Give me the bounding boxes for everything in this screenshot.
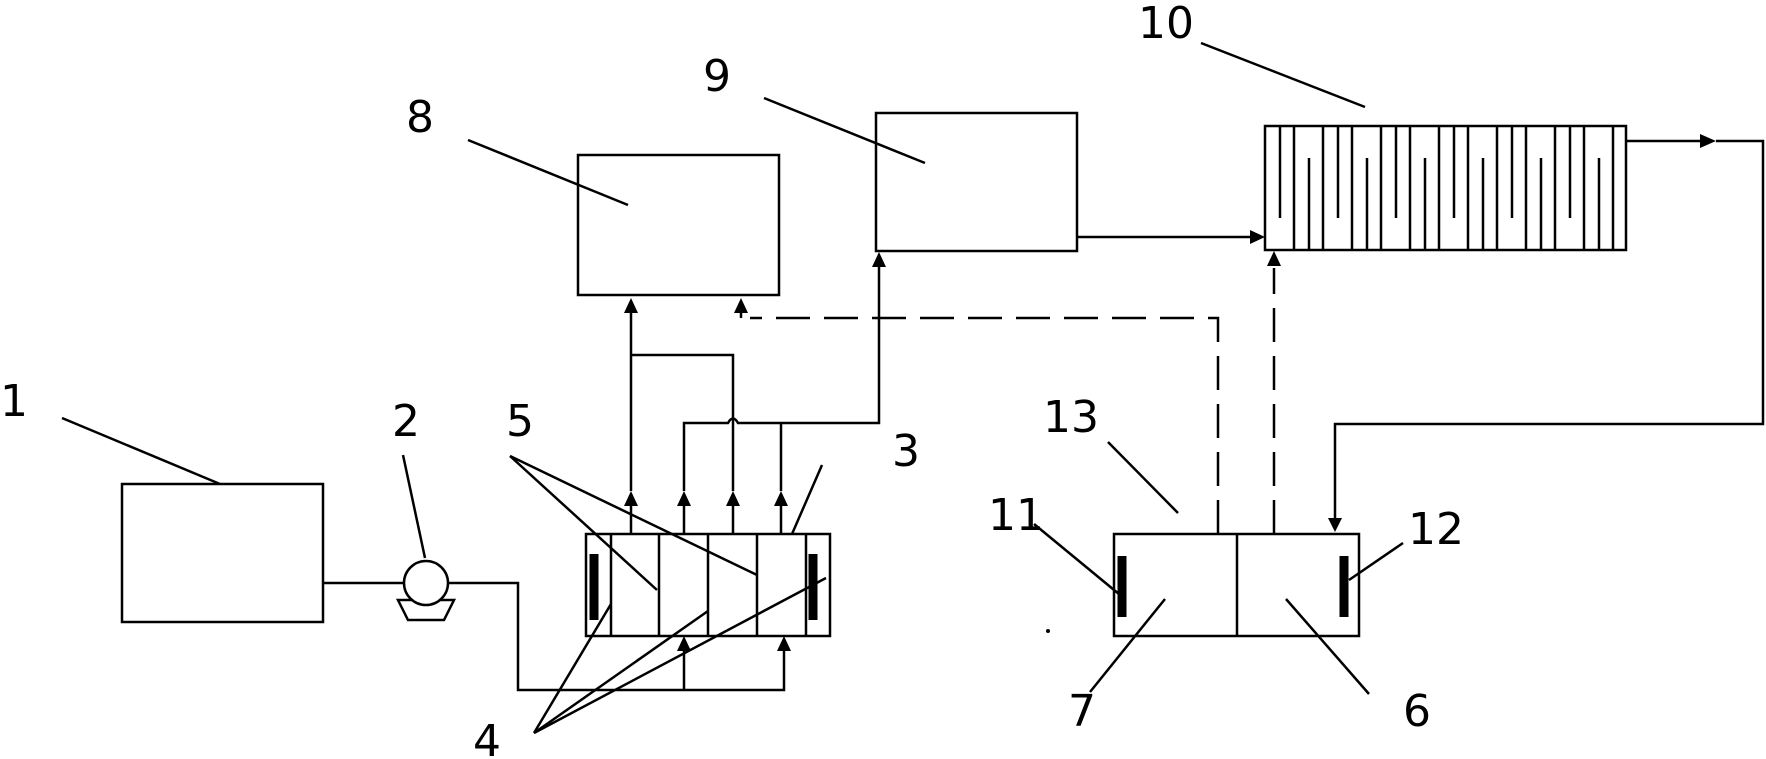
label-10: 10 [1138, 0, 1194, 49]
leader-4a [532, 603, 613, 734]
leader-13 [1107, 441, 1179, 514]
label-7: 7 [1068, 686, 1096, 737]
label-9: 9 [703, 51, 731, 102]
label-2: 2 [392, 396, 420, 447]
arrow-into-10-left [1250, 230, 1265, 244]
leader-11 [1033, 523, 1126, 600]
leader-8 [467, 138, 629, 207]
label-6: 6 [1403, 686, 1431, 737]
label-4: 4 [473, 716, 501, 759]
arrow-into-9 [872, 252, 886, 267]
arrow-dashed-into-10 [1267, 251, 1281, 266]
arrow-outlet-1 [624, 491, 638, 506]
dashed-13-to-8 [750, 316, 1220, 534]
arrow-out-10 [1700, 134, 1716, 148]
leader-2 [401, 454, 427, 559]
arrow-outlet-2 [677, 491, 691, 506]
arrow-into-8 [624, 298, 638, 313]
arrow-inlet-left [677, 636, 691, 651]
leader-3 [790, 464, 824, 535]
arrow-inlet-right [777, 636, 791, 651]
leader-6 [1285, 598, 1370, 695]
leader-12 [1348, 541, 1404, 582]
pipe-return-to-cell [1333, 139, 1765, 520]
arrow-outlet-3 [726, 491, 740, 506]
pipe-junction-8 [631, 353, 735, 491]
leader-5b [509, 454, 758, 577]
leader-4c [533, 576, 827, 735]
pipe-pump-inlets [448, 581, 786, 692]
label-3: 3 [892, 426, 920, 477]
pump-2 [395, 559, 457, 622]
stray-dot [1046, 629, 1050, 633]
reactor-10 [1263, 124, 1628, 252]
label-1: 1 [0, 376, 28, 427]
tank-1 [120, 482, 325, 624]
label-12: 12 [1408, 504, 1464, 555]
arrow-into-6 [1328, 518, 1342, 532]
arrow-dashed-into-8 [734, 298, 748, 313]
tank-8 [576, 153, 781, 297]
arrow-outlet-4 [774, 491, 788, 506]
leader-9 [763, 96, 926, 165]
leader-1 [61, 416, 221, 486]
leader-10 [1200, 41, 1366, 109]
tank-9 [874, 111, 1079, 253]
label-5: 5 [506, 396, 534, 447]
label-8: 8 [406, 92, 434, 143]
leader-7 [1089, 598, 1166, 693]
pipe-to-tank-9 [682, 264, 881, 491]
leader-5a [509, 455, 658, 591]
label-13: 13 [1043, 392, 1099, 443]
leader-4b [533, 609, 709, 735]
label-11: 11 [988, 490, 1044, 541]
